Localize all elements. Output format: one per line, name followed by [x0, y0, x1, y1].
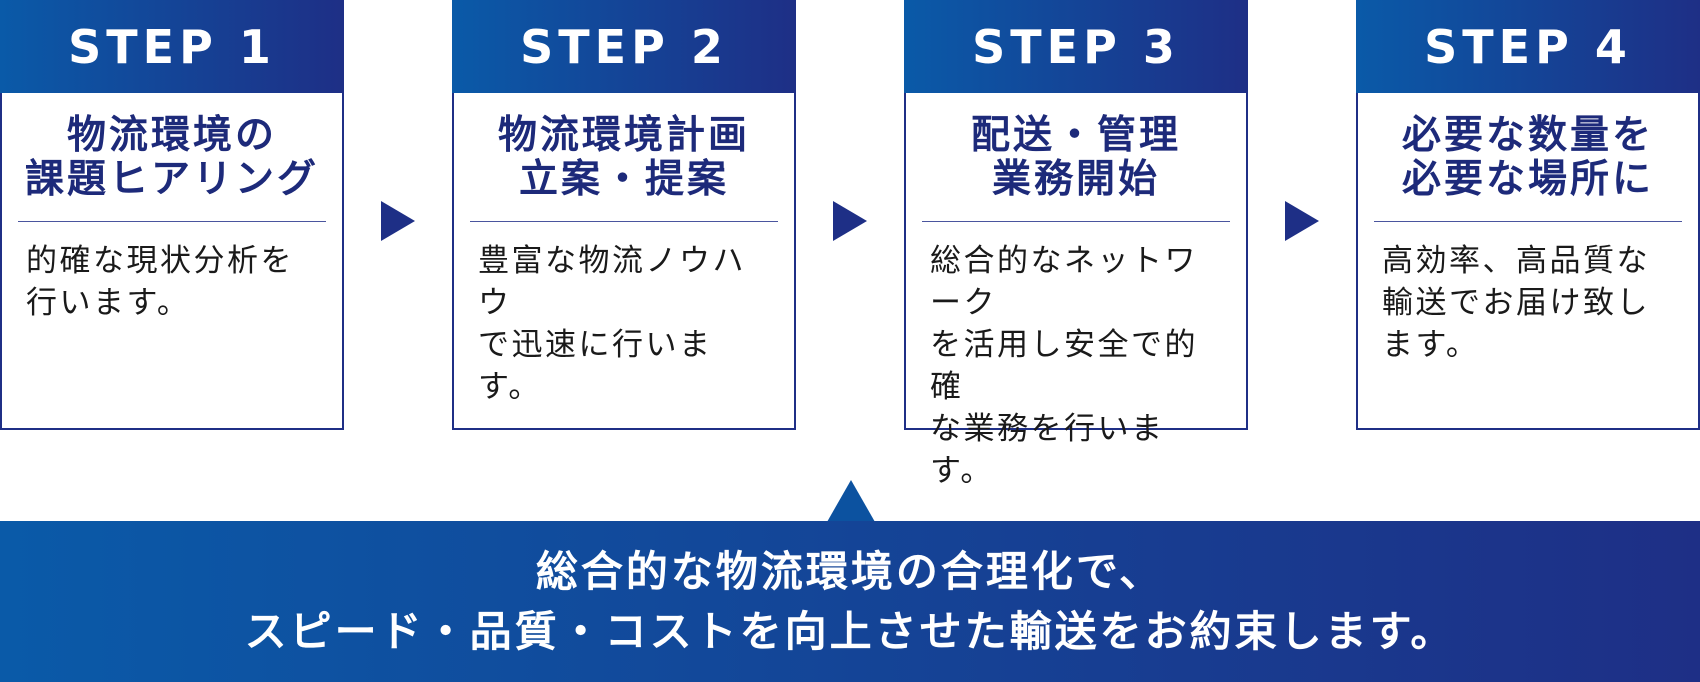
step-description-line: 総合的なネットワーク [930, 243, 1198, 321]
arrow-right-icon [381, 201, 415, 241]
step-description-line: 的確な現状分析を [26, 243, 294, 279]
banner-pointer-icon [827, 480, 875, 522]
summary-banner: 総合的な物流環境の合理化で、 スピード・品質・コストを向上させた輸送をお約束しま… [0, 521, 1700, 682]
step-description-line: な業務を行います。 [930, 411, 1165, 489]
step-card-1: STEP 1 物流環境の 課題ヒアリング 的確な現状分析を 行います。 [0, 0, 344, 430]
step-description-line: ます。 [1382, 327, 1480, 363]
step-title: 物流環境計画 立案・提案 [470, 93, 778, 222]
step-card-2: STEP 2 物流環境計画 立案・提案 豊富な物流ノウハウ で迅速に行います。 [452, 0, 796, 430]
step-label: STEP 3 [904, 0, 1248, 93]
banner-line-1: 総合的な物流環境の合理化で、 [535, 546, 1165, 596]
step-description-line: 豊富な物流ノウハウ [478, 243, 746, 321]
step-description-line: 高効率、高品質な [1382, 243, 1650, 279]
step-title-line: 立案・提案 [518, 156, 729, 202]
arrow-right-icon [833, 201, 867, 241]
step-label: STEP 2 [452, 0, 796, 93]
step-title-line: 配送・管理 [970, 112, 1181, 158]
step-title: 配送・管理 業務開始 [922, 93, 1230, 222]
step-description: 的確な現状分析を 行います。 [2, 222, 342, 324]
arrow-right-icon [1285, 201, 1319, 241]
step-title-line: 課題ヒアリング [24, 156, 319, 202]
step-title-line: 物流環境の [66, 112, 277, 158]
banner-line-2: スピード・品質・コストを向上させた輸送をお約束します。 [244, 606, 1456, 656]
step-title-line: 業務開始 [991, 156, 1160, 202]
step-description: 豊富な物流ノウハウ で迅速に行います。 [454, 222, 794, 408]
step-title: 必要な数量を 必要な場所に [1374, 93, 1682, 222]
step-title: 物流環境の 課題ヒアリング [18, 93, 326, 222]
step-description: 高効率、高品質な 輸送でお届け致し ます。 [1358, 222, 1698, 366]
step-title-line: 必要な場所に [1401, 156, 1654, 202]
step-label: STEP 1 [0, 0, 344, 93]
step-description-line: 行います。 [26, 285, 191, 321]
step-title-line: 物流環境計画 [497, 112, 750, 158]
step-title-line: 必要な数量を [1401, 112, 1654, 158]
step-label: STEP 4 [1356, 0, 1700, 93]
step-description-line: 輸送でお届け致し [1382, 285, 1650, 321]
step-card-3: STEP 3 配送・管理 業務開始 総合的なネットワーク を活用し安全で的確 な… [904, 0, 1248, 489]
step-description-line: で迅速に行います。 [478, 327, 713, 405]
step-description: 総合的なネットワーク を活用し安全で的確 な業務を行います。 [906, 222, 1246, 492]
step-card-4: STEP 4 必要な数量を 必要な場所に 高効率、高品質な 輸送でお届け致し ま… [1356, 0, 1700, 430]
step-description-line: を活用し安全で的確 [930, 327, 1198, 405]
